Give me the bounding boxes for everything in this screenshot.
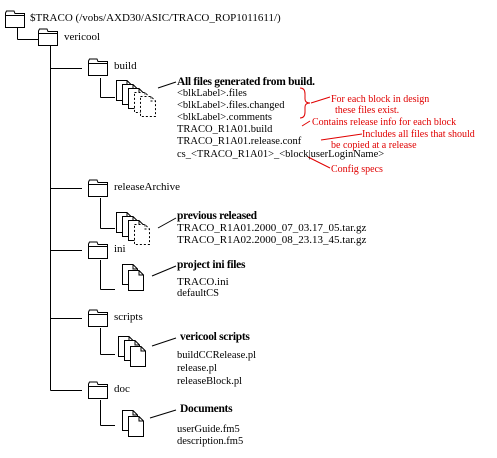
annotation-text: be copied at a release xyxy=(331,140,417,151)
scripts-folder-icon xyxy=(88,309,108,327)
annotation-text: Includes all files that should xyxy=(362,129,475,140)
scripts-file-line: releaseBlock.pl xyxy=(177,376,243,387)
doc-heading: Documents xyxy=(180,403,233,415)
root-folder-label: $TRACO (/vobs/AXD30/ASIC/TRACO_ROP101161… xyxy=(30,12,281,24)
ini-folder-label: ini xyxy=(114,243,126,255)
files-brace xyxy=(299,87,311,119)
releasearchive-folder-label: releaseArchive xyxy=(114,181,180,193)
annotation-text: Contains release info for each block xyxy=(312,117,457,128)
build-file-line: TRACO_R1A01.build xyxy=(177,124,273,135)
archive-file-line: TRACO_R1A02.2000_08_23.13_45.tar.gz xyxy=(177,234,367,246)
ini-folder-icon xyxy=(88,241,108,259)
annotation-marks xyxy=(299,87,363,169)
build-file-line: <blkLabel>.comments xyxy=(177,112,272,123)
build-file-line: <blkLabel>.files.changed xyxy=(177,100,285,111)
ini-file-line: TRACO.ini xyxy=(177,276,229,288)
build-heading: All files generated from build. xyxy=(177,76,315,88)
doc-folder-label: doc xyxy=(114,383,130,395)
build-folder-label: build xyxy=(114,60,137,72)
ini-file-line: defaultCS xyxy=(177,288,219,299)
annotation-text: For each block in design xyxy=(331,94,430,105)
vericool-folder-label: vericool xyxy=(64,31,101,43)
doc-files-icon xyxy=(122,410,144,437)
build-file-line: cs_<TRACO_R1A01>_<block|userLoginName> xyxy=(177,149,385,160)
build-file-line: <blkLabel>.files xyxy=(177,88,247,99)
scripts-heading: vericool scripts xyxy=(180,331,250,343)
scripts-file-line: buildCCRelease.pl xyxy=(177,350,257,361)
scripts-folder-label: scripts xyxy=(114,311,143,323)
annotation-text: Config specs xyxy=(331,164,383,175)
ini-heading: project ini files xyxy=(177,259,246,271)
doc-file-line: description.fm5 xyxy=(177,436,244,447)
ini-files-icon xyxy=(122,264,144,291)
releasearchive-folder-icon xyxy=(88,179,108,197)
build-folder-icon xyxy=(88,58,108,76)
doc-file-line: userGuide.fm5 xyxy=(177,424,240,435)
annotation-text: these files exist. xyxy=(335,105,400,116)
root-folder-icon xyxy=(5,10,25,28)
build-file-line: TRACO_R1A01.release.conf xyxy=(177,136,302,147)
scripts-file-line: release.pl xyxy=(177,363,217,374)
scripts-files-icon xyxy=(118,336,146,367)
vericool-folder-icon xyxy=(38,28,58,46)
build-files-icon xyxy=(116,80,156,117)
archive-files-icon xyxy=(116,212,150,245)
archive-heading: previous released xyxy=(177,210,257,222)
doc-folder-icon xyxy=(88,381,108,399)
tree-connectors xyxy=(17,24,177,426)
archive-file-line: TRACO_R1A01.2000_07_03.17_05.tar.gz xyxy=(177,222,367,234)
